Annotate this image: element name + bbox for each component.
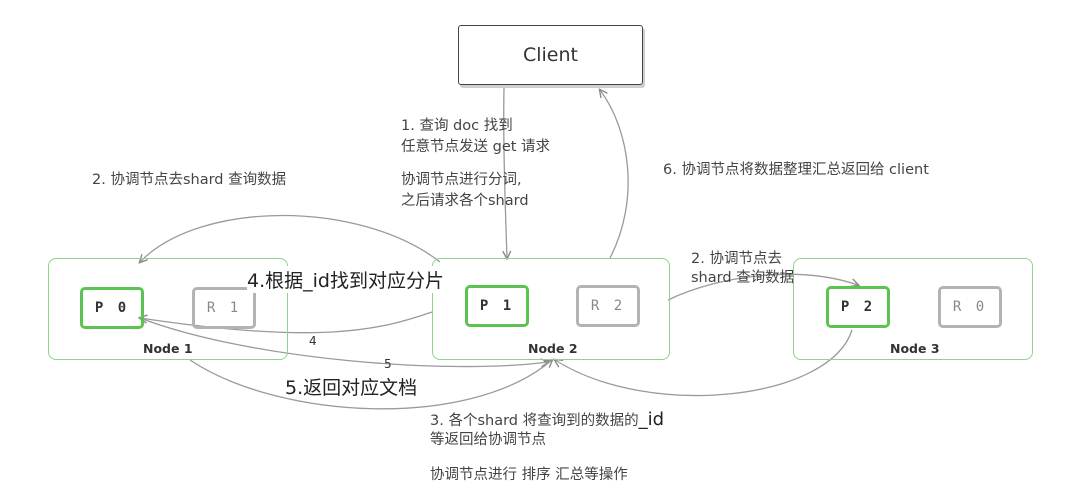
step2-left-text: 2. 协调节点去shard 查询数据 (92, 172, 287, 188)
step2-right-text: 2. 协调节点去 shard 查询数据 (691, 250, 794, 288)
step3-line2: 等返回给协调节点 (430, 432, 546, 448)
step1-line4: 之后请求各个shard (401, 193, 529, 209)
arrow-node2-to-client (600, 90, 629, 259)
shard-p1: P 1 (465, 285, 529, 327)
step3-id: _id (638, 409, 665, 430)
step3-line3: 协调节点进行 排序 汇总等操作 (430, 467, 628, 483)
arrow-node2-to-p0-query (140, 214, 441, 263)
shard-p2: P 2 (826, 286, 890, 328)
node-1-label: Node 1 (143, 341, 193, 356)
step1-line2: 任意节点发送 get 请求 (401, 139, 551, 155)
step2-right-line2: shard 查询数据 (691, 270, 795, 286)
step6-text: 6. 协调节点将数据整理汇总返回给 client (663, 162, 929, 178)
step5-text: 5.返回对应文档 (285, 377, 418, 399)
step1-line3: 协调节点进行分词, (401, 172, 522, 188)
step3-line1: 3. 各个shard 将查询到的数据的 (430, 413, 639, 429)
arrow-step3-left (189, 360, 552, 410)
client-box: Client (458, 25, 643, 85)
arrow-node2-to-p2 (667, 273, 858, 301)
shard-r1: R 1 (192, 287, 256, 329)
arrow-step5 (139, 317, 548, 367)
arrow-client-to-node2 (504, 87, 507, 258)
shard-p0: P 0 (80, 287, 144, 329)
node-3-label: Node 3 (890, 341, 940, 356)
step4-text: 4.根据_id找到对应分片 (247, 266, 444, 293)
step1-text: 1. 查询 doc 找到 任意节点发送 get 请求 协调节点进行分词, 之后请… (401, 116, 550, 212)
client-label: Client (522, 44, 578, 66)
shard-r2: R 2 (576, 285, 640, 327)
step1-line1: 1. 查询 doc 找到 (401, 118, 513, 134)
step4-number: 4 (309, 334, 317, 348)
step5-number: 5 (384, 357, 392, 371)
node-2-label: Node 2 (528, 341, 578, 356)
step2-right-line1: 2. 协调节点去 (691, 251, 782, 267)
node-1-box (48, 258, 288, 360)
arrow-step3-right (555, 329, 853, 397)
step3-text: 3. 各个shard 将查询到的数据的_id 等返回给协调节点 协调节点进行 排… (430, 410, 664, 485)
node-3-box (793, 258, 1033, 360)
shard-r0: R 0 (938, 286, 1002, 328)
node-2-box (432, 258, 670, 360)
